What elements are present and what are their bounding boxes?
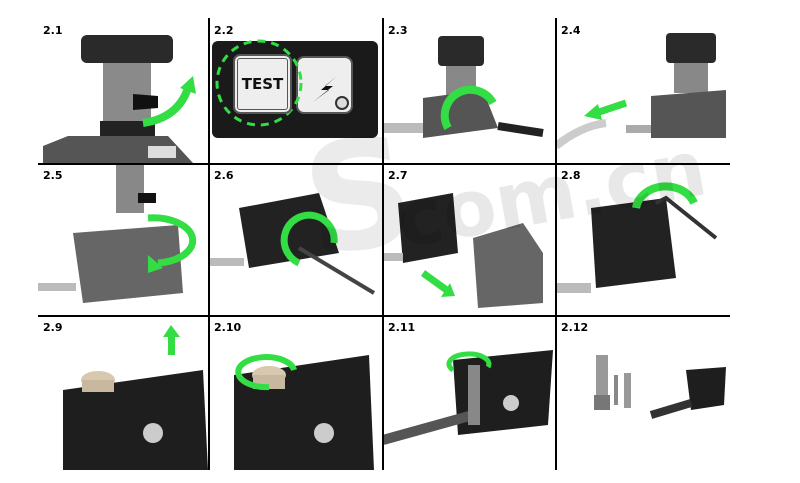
step-2-12: 2.12	[556, 315, 730, 470]
step-2-9: 2.9	[38, 315, 209, 470]
step-label: 2.7	[388, 169, 408, 182]
step-label: 2.6	[214, 169, 234, 182]
step-label: 2.9	[43, 321, 63, 334]
parts-illustration	[594, 355, 726, 419]
turn-cap-illustration	[234, 354, 374, 470]
step-2-3: 2.3	[383, 18, 556, 163]
valve-turn-illustration	[43, 35, 196, 163]
step-label: 2.4	[561, 24, 581, 37]
step-label: 2.3	[388, 24, 408, 37]
step-label: 2.8	[561, 169, 581, 182]
hex-key-illustration	[209, 193, 376, 295]
lift-cap-illustration	[63, 325, 208, 470]
instruction-grid: 2.1 2.2 TEST 2.3	[38, 18, 730, 470]
remove-cartridge-illustration	[383, 350, 553, 445]
step-2-1: 2.1	[38, 18, 209, 163]
divider	[38, 163, 730, 165]
step-label: 2.5	[43, 169, 63, 182]
step-2-2: 2.2 TEST	[209, 18, 383, 163]
divider	[382, 18, 384, 470]
step-2-7: 2.7	[383, 163, 556, 315]
step-label: 2.1	[43, 24, 63, 37]
step-label: 2.2	[214, 24, 234, 37]
remove-housing-illustration	[383, 193, 543, 308]
step-2-6: 2.6	[209, 163, 383, 315]
step-2-11: 2.11	[383, 315, 556, 470]
step-2-10: 2.10	[209, 315, 383, 470]
step-label: 2.12	[561, 321, 589, 334]
step-label: 2.11	[388, 321, 416, 334]
hose-disconnect-illustration	[556, 33, 726, 150]
unscrew-illustration	[38, 163, 197, 303]
divider	[555, 18, 557, 470]
lightning-icon	[313, 76, 337, 102]
step-2-5: 2.5	[38, 163, 209, 315]
hose-connect-illustration	[383, 36, 544, 138]
test-button: TEST	[233, 54, 292, 114]
step-label: 2.10	[214, 321, 242, 334]
divider	[208, 18, 210, 470]
step-2-4: 2.4	[556, 18, 730, 163]
step-2-8: 2.8	[556, 163, 730, 315]
divider	[38, 315, 730, 317]
hex-key-turn-illustration	[556, 182, 718, 293]
